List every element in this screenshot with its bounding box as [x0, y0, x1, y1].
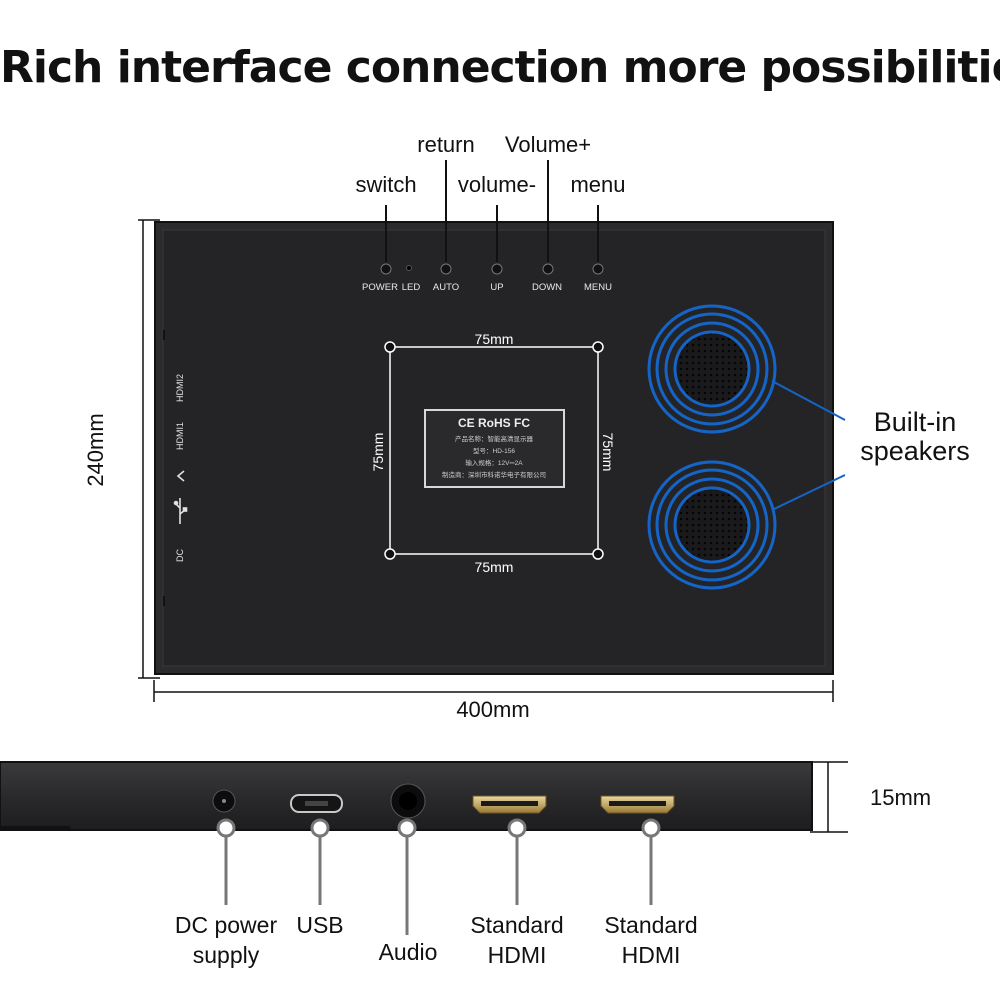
vesa-bottom-label: 75mm — [475, 559, 514, 575]
menu-label: menu — [570, 172, 626, 197]
speaker-callout-lines — [771, 380, 846, 511]
usb-label-line-1: USB — [296, 912, 344, 938]
auto-button — [440, 263, 452, 275]
vesa-hole — [592, 548, 604, 560]
auto-text: AUTO — [433, 282, 459, 293]
vesa-labels: 75mm 75mm 75mm 75mm — [370, 331, 616, 575]
dc-marker — [216, 818, 236, 838]
hdmi-2-label-line-2: HDMI — [621, 942, 681, 968]
panel-button-labels: POWER LED AUTO UP DOWN MENU — [362, 282, 612, 293]
label-line-2: 型号：HD-156 — [473, 446, 515, 455]
menu-text: MENU — [584, 282, 612, 293]
width-dimension-line — [153, 680, 834, 702]
vesa-top-label: 75mm — [475, 331, 514, 347]
side-audio-icon — [176, 470, 185, 482]
hdmi2-marker — [641, 818, 661, 838]
vesa-right-label: 75mm — [600, 433, 616, 472]
up-text: UP — [490, 282, 503, 293]
certification-marks: CE RoHS FC — [458, 416, 530, 430]
back-panel — [154, 221, 834, 675]
hdmi-port-1 — [472, 795, 547, 814]
up-button — [491, 263, 503, 275]
volume-plus-label: Volume+ — [504, 132, 592, 157]
volume-minus-label: volume- — [457, 172, 537, 197]
hdmi-port-2 — [600, 795, 675, 814]
hdmi1-marker — [507, 818, 527, 838]
menu-button — [592, 263, 604, 275]
height-dimension-line — [138, 219, 160, 679]
side-hdmi1-label: HDMI1 — [175, 422, 185, 450]
hdmi-1-label: Standard HDMI — [470, 910, 563, 970]
port-callouts — [216, 818, 661, 935]
audio-label: Audio — [379, 937, 438, 967]
panel-buttons — [380, 263, 604, 275]
side-port-labels: HDMI2 HDMI1 DC — [175, 374, 185, 562]
depth-dimension-label: 15mm — [870, 785, 932, 810]
button-callout-lines — [385, 160, 599, 262]
hdmi-1-label-line-1: Standard — [470, 912, 564, 938]
label-line-3: 输入规格：12V⎓2A — [465, 458, 523, 467]
edge-notch — [163, 596, 165, 606]
side-hdmi2-label: HDMI2 — [175, 374, 185, 402]
edge-notch — [163, 330, 165, 340]
side-dc-label: DC — [175, 549, 185, 562]
down-text: DOWN — [532, 282, 562, 293]
hdmi-1-label-line-2: HDMI — [487, 942, 547, 968]
label-line-4: 制造商：深圳市科诺华电子有限公司 — [442, 470, 546, 479]
power-text: POWER — [362, 282, 398, 293]
dc-label-line-2: supply — [192, 942, 260, 968]
dc-power-supply-label: DC power supply — [175, 910, 277, 970]
power-button — [380, 263, 392, 275]
product-label-sticker: CE RoHS FC 产品名称：智能高清显示器 型号：HD-156 输入规格：1… — [424, 409, 565, 488]
return-label: return — [417, 132, 475, 157]
dc-label-line-1: DC power — [174, 912, 278, 938]
hdmi-2-label: Standard HDMI — [604, 910, 697, 970]
speakers-label-line-2: speakers — [860, 436, 970, 466]
headline: Rich interface connection more possibili… — [0, 42, 1000, 93]
usb-marker — [310, 818, 330, 838]
label-line-1: 产品名称：智能高清显示器 — [455, 434, 534, 443]
vesa-hole — [384, 548, 396, 560]
down-button — [542, 263, 554, 275]
led-text: LED — [402, 282, 421, 293]
usb-label: USB — [296, 910, 343, 940]
built-in-speakers-label: Built-in speakers — [850, 408, 980, 466]
vesa-mount-square — [384, 341, 604, 560]
audio-port — [390, 783, 426, 819]
audio-marker — [397, 818, 417, 838]
speaker-bottom — [647, 460, 777, 590]
side-usb-icon — [173, 498, 188, 524]
led-indicator — [406, 265, 412, 271]
depth-dimension-line — [810, 761, 848, 833]
usb-port — [290, 794, 343, 813]
height-dimension-label: 240mm — [83, 413, 108, 487]
speaker-top — [647, 304, 777, 434]
switch-label: switch — [355, 172, 417, 197]
width-dimension-label: 400mm — [456, 697, 530, 722]
dc-port — [212, 789, 236, 813]
vesa-hole — [384, 341, 396, 353]
vesa-left-label: 75mm — [370, 433, 386, 472]
hdmi-2-label-line-1: Standard — [604, 912, 698, 938]
vesa-hole — [592, 341, 604, 353]
speakers-label-line-1: Built-in — [873, 407, 957, 437]
audio-label-line-1: Audio — [378, 939, 438, 965]
